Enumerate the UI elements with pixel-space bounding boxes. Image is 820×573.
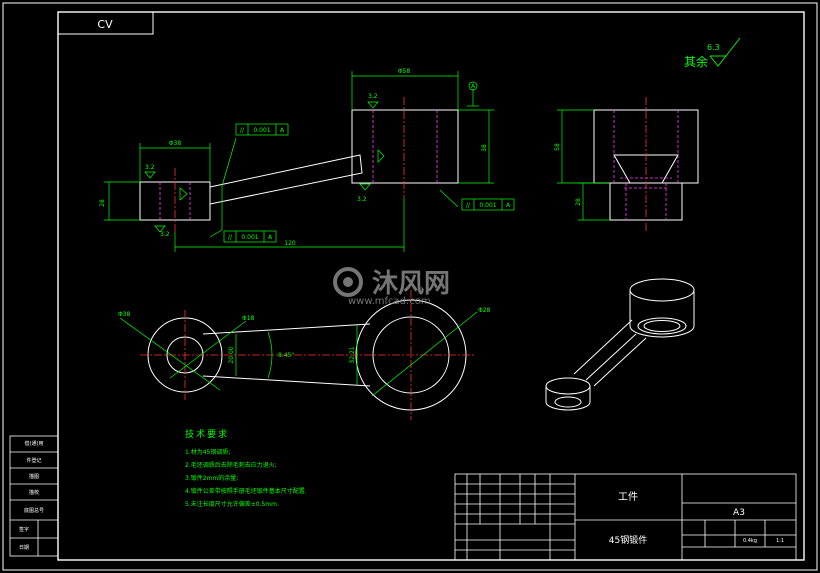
- strip-label-2: 描图: [29, 473, 39, 480]
- tol-1-datum: A: [280, 127, 285, 134]
- front-roughness-mid: 3.2: [357, 196, 367, 203]
- side-dim-28: 28: [575, 198, 582, 206]
- side-dim-58: 58: [554, 143, 561, 151]
- tech-requirements: 技术要求 1.材为45钢调质; 2.毛坯调质后去除毛刺去应力退火; 3.锻件2m…: [185, 428, 307, 508]
- front-roughness-bottom-left: 3.2: [160, 231, 170, 238]
- strip-label-0: 借(通)用: [25, 440, 44, 447]
- front-datum: A: [471, 83, 476, 90]
- watermark-brand: 沐风网: [372, 269, 450, 299]
- mass: 0.4kg: [743, 538, 757, 544]
- front-roughness-left: 3.2: [145, 164, 155, 171]
- top-dim-3221: 32.21: [349, 346, 356, 363]
- surface-finish-value: 6.3: [707, 43, 720, 52]
- surface-finish-note: 其余 6.3: [684, 37, 741, 69]
- front-dim-28: 28: [99, 199, 106, 207]
- surface-finish-label: 其余: [684, 54, 708, 69]
- tech-title: 技术要求: [185, 428, 229, 440]
- tol-2-symbol: //: [228, 234, 233, 241]
- isometric-view: [545, 278, 695, 411]
- top-angle: 8.45°: [278, 352, 294, 359]
- front-view: Φ38 Φ58 28 38 120 A 3.2 3.2 3.2 3.2: [99, 68, 515, 252]
- part-name: 工件: [618, 491, 638, 503]
- corner-code: CV: [97, 18, 113, 31]
- strip-label-4: 底图总号: [24, 507, 44, 514]
- strip-label-3: 描校: [29, 489, 39, 496]
- left-binding-strip: [9, 435, 59, 557]
- tol-1-symbol: //: [240, 127, 245, 134]
- strip-label-1: 件登记: [26, 457, 41, 464]
- material: 45钢锻件: [609, 534, 647, 546]
- watermark: 沐风网 www.mfcad.com: [333, 267, 450, 307]
- strip-label-6: 日期: [19, 545, 29, 551]
- side-view: 58 28: [554, 97, 699, 232]
- top-dim-phi18: Φ18: [242, 315, 255, 322]
- tol-2-datum: A: [268, 234, 273, 241]
- strip-label-5: 签字: [19, 526, 29, 533]
- tol-3-datum: A: [506, 202, 511, 209]
- tol-2-value: 0.001: [241, 234, 258, 241]
- tol-3-symbol: //: [466, 202, 471, 209]
- front-dim-120: 120: [284, 240, 296, 247]
- front-dim-phi58: Φ58: [398, 68, 411, 75]
- tech-item: 2.毛坯调质后去除毛刺去应力退火;: [185, 461, 277, 469]
- tol-1-value: 0.001: [253, 127, 270, 134]
- sheet-size: A3: [733, 508, 745, 518]
- front-roughness-top: 3.2: [368, 93, 378, 100]
- tol-3-value: 0.001: [479, 202, 496, 209]
- top-dim-phi38: Φ38: [118, 311, 131, 318]
- top-dim-2000: 20.00: [228, 346, 235, 363]
- tech-item: 5.未注长度尺寸允许偏差±0.5mm.: [185, 500, 279, 508]
- top-view: Φ38 Φ18 Φ28 20.00 32.21 8.45°: [118, 290, 491, 420]
- tech-item: 1.材为45钢调质;: [185, 448, 230, 456]
- scale: 1:1: [776, 538, 784, 544]
- title-block: [454, 473, 797, 561]
- tech-item: 4.锻件公差带按照手册毛坯锻件基本尺寸配置.: [185, 487, 307, 495]
- tech-item: 3.锻件2mm的余量;: [185, 474, 238, 482]
- front-dim-phi38: Φ38: [169, 140, 182, 147]
- front-dim-38: 38: [481, 144, 488, 152]
- watermark-logo-icon: [333, 267, 363, 297]
- watermark-url: www.mfcad.com: [348, 296, 431, 307]
- top-dim-phi28: Φ28: [478, 307, 491, 314]
